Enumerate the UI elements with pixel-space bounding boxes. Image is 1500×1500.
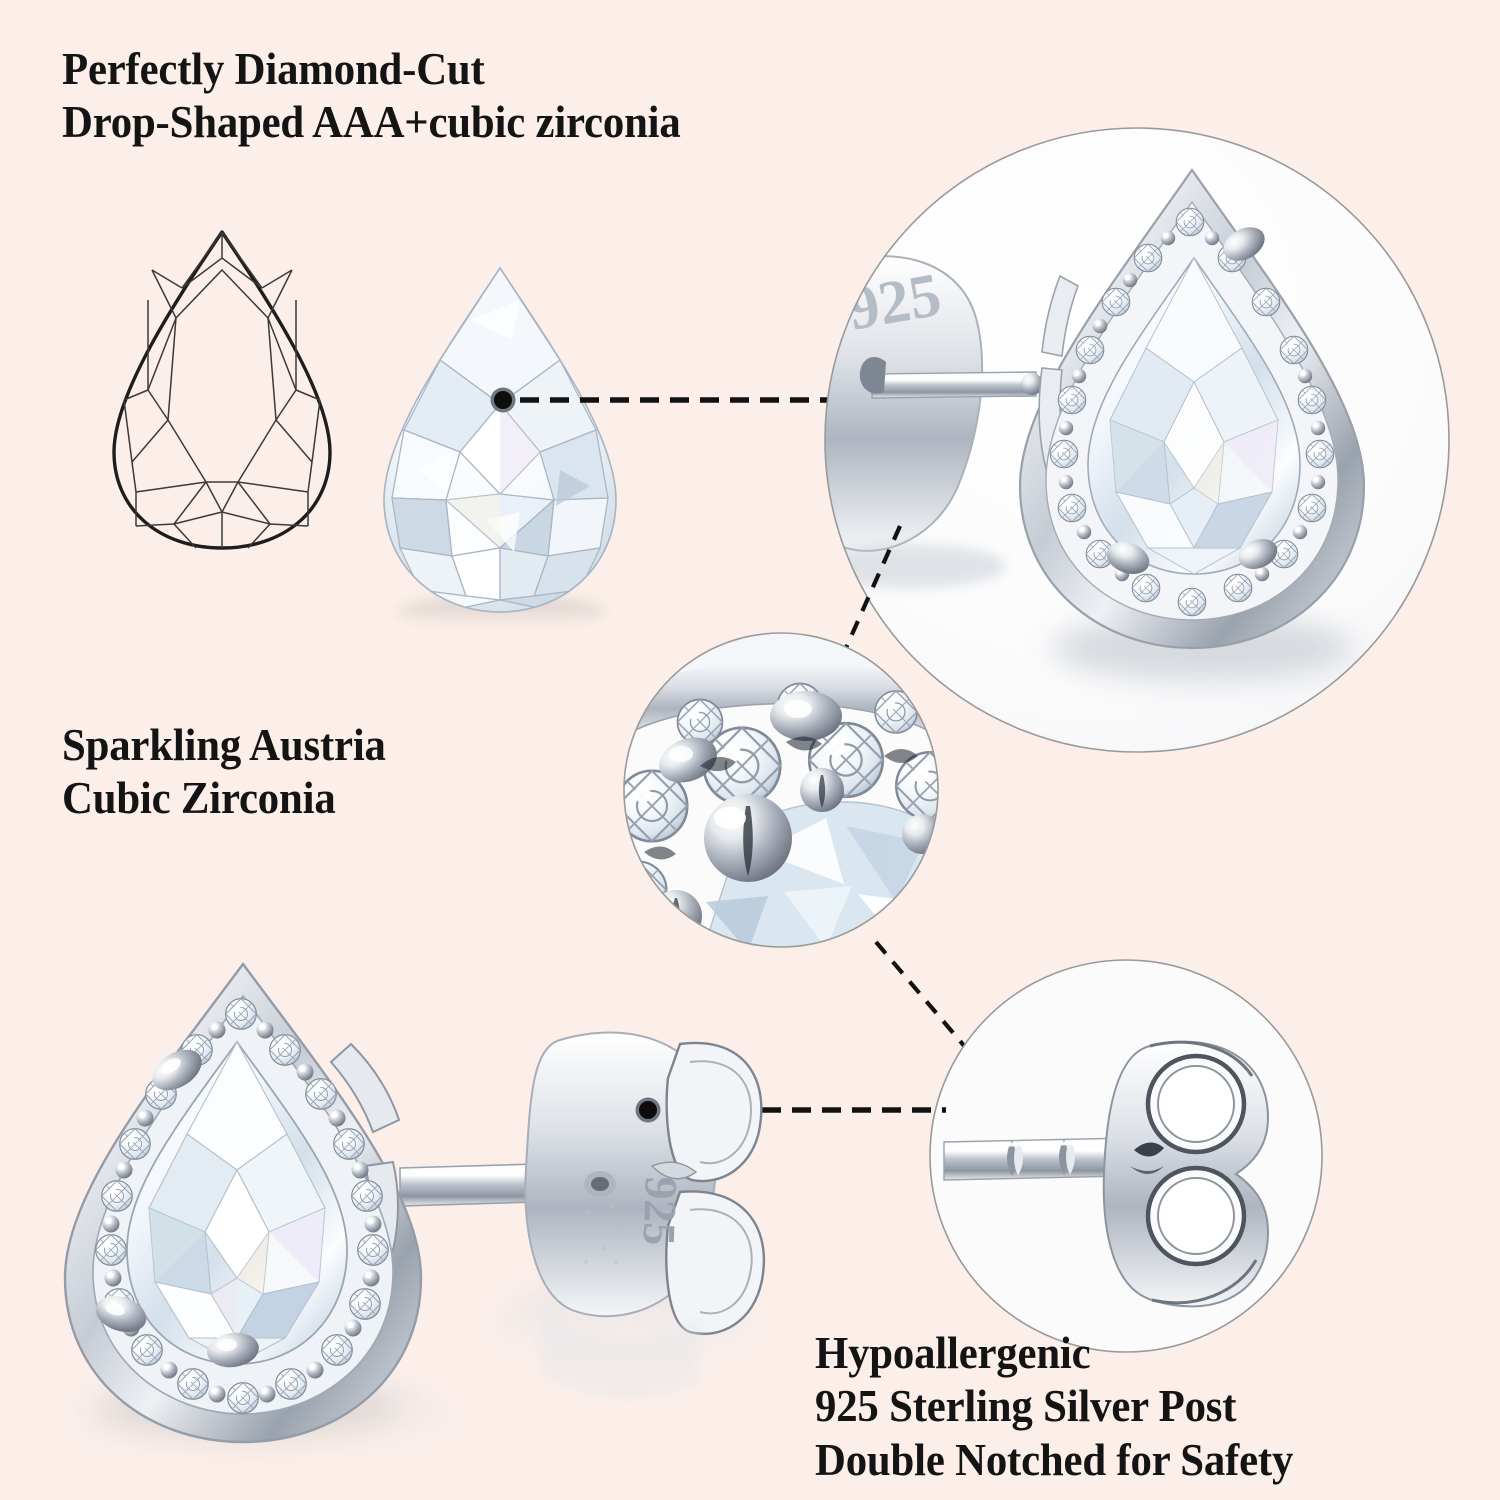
product-shot-earring: 925: [63, 961, 766, 1466]
svg-text:925: 925: [843, 261, 946, 344]
product-back-925-stamp: 925: [634, 1176, 687, 1247]
hypo-line-2: 925 Sterling Silver Post: [815, 1380, 1237, 1432]
back-callout-dot: [635, 1097, 661, 1123]
inset-post-and-back: [929, 959, 1323, 1353]
loose-pear-gem: [383, 266, 617, 628]
callout-headline: Perfectly Diamond-Cut Drop-Shaped AAA+cu…: [62, 42, 727, 149]
callout-hypoallergenic: Hypoallergenic 925 Sterling Silver Post …: [815, 1326, 1329, 1486]
inset-pave-macro: [623, 632, 939, 948]
headline-line-1: Perfectly Diamond-Cut: [62, 43, 485, 94]
inset-halo-stud: 925: [824, 127, 1450, 753]
headline-line-2: Drop-Shaped AAA+cubic zirconia: [62, 96, 681, 148]
pear-cut-facet-diagram: [112, 230, 332, 550]
butterfly-back-with-stamp: 925: [524, 1031, 766, 1399]
callout-austria: Sparkling Austria Cubic Zirconia: [62, 718, 410, 825]
austria-line-1: Sparkling Austria: [62, 719, 386, 770]
hypo-line-3: Double Notched for Safety: [815, 1433, 1294, 1485]
connector-stud-to-pave: [836, 525, 902, 667]
austria-line-2: Cubic Zirconia: [62, 772, 336, 824]
connector-pave-to-back: [874, 940, 968, 1050]
gem-callout-dot: [490, 387, 516, 413]
hypo-line-1: Hypoallergenic: [815, 1327, 1091, 1378]
